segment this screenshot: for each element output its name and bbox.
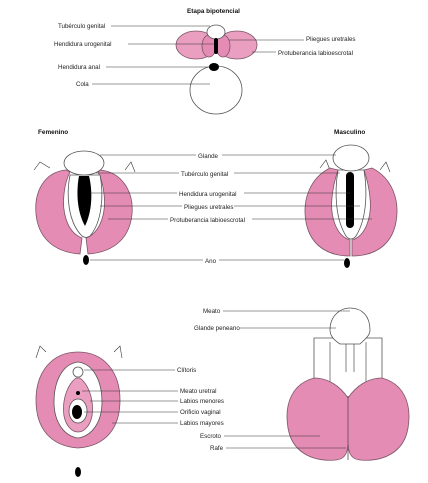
anal-pit-shape (209, 63, 219, 71)
male-scrotum-right (347, 377, 410, 461)
male-stage2-edge-right (379, 161, 391, 173)
female-urethral-meatus (76, 391, 80, 395)
label-tuberculo-genital-2: Tubérculo genital (181, 171, 228, 178)
male-urogenital-groove (346, 172, 354, 228)
male-anus (344, 258, 350, 268)
label-meato: Meato (203, 308, 221, 315)
label-cola: Cola (76, 81, 89, 88)
bipotential-figure (175, 24, 258, 115)
male-right-labioscrotal-swelling (351, 167, 398, 257)
female-stage2-figure (33, 150, 136, 265)
header-male: Masculino (334, 129, 365, 136)
label-pliegues-uretrales-1: Pliegues uretrales (306, 36, 356, 43)
female-vaginal-orifice (72, 405, 82, 419)
genital-tubercle-shape (206, 24, 226, 40)
label-protuberancia-labioescrotal-2: Protuberancia labioescrotal (170, 217, 245, 224)
tail-shape (189, 65, 243, 115)
male-scrotum-left (286, 377, 349, 461)
label-hendidura-urogenital-1: Hendidura urogenital (54, 41, 111, 48)
female-anus-3 (75, 467, 81, 477)
label-labios-menores: Labios menores (180, 398, 224, 405)
label-ano: Ano (205, 258, 217, 265)
header-female: Femenino (38, 129, 68, 136)
female-glans (63, 150, 105, 176)
label-pliegues-uretrales-2: Pliegues uretrales (184, 204, 234, 211)
label-rafe: Rafe (210, 445, 224, 452)
female-right-labioscrotal-swelling (85, 169, 133, 255)
label-escroto: Escroto (200, 433, 222, 440)
female-stage2-edge-left (33, 161, 51, 171)
label-orificio-vaginal: Orificio vaginal (180, 409, 221, 416)
female-stage2-edge-right (124, 161, 136, 173)
label-meato-uretral: Meato uretral (180, 388, 216, 395)
female-stage3-figure (35, 345, 123, 477)
label-protuberancia-labioescrotal-1: Protuberancia labioescrotal (278, 50, 353, 57)
female-urogenital-groove (77, 176, 92, 226)
female-left-labioscrotal-swelling (35, 169, 83, 255)
female-anus (83, 255, 89, 265)
stage3-labels: Meato Glande peneano Clítoris Meato uret… (82, 308, 350, 452)
label-hendidura-anal: Hendidura anal (58, 64, 100, 71)
female-clitoris (72, 366, 84, 378)
label-glande-peneano: Glande peneano (194, 325, 240, 332)
label-glande: Glande (198, 153, 219, 160)
label-labios-mayores: Labios mayores (180, 420, 224, 427)
header-bipotential: Etapa bipotencial (187, 8, 240, 15)
male-stage3-figure (286, 307, 410, 461)
male-glans-penis (329, 307, 371, 345)
female-stage3-edge-left (35, 345, 47, 359)
stage2-labels: Glande Tubérculo genital Hendidura uroge… (90, 153, 372, 265)
male-urethra-lines (345, 344, 355, 372)
male-left-labioscrotal-swelling (304, 167, 351, 257)
male-glans (332, 144, 370, 172)
label-tuberculo-genital-1: Tubérculo genital (58, 23, 105, 30)
label-hendidura-urogenital-2: Hendidura urogenital (179, 191, 236, 198)
urogenital-groove-shape (214, 38, 218, 54)
label-clitoris: Clítoris (177, 367, 196, 374)
male-stage2-edge-left (319, 159, 331, 171)
female-stage3-edge-right (113, 345, 123, 359)
bipotential-labels: Tubérculo genital Hendidura urogenital H… (54, 23, 356, 88)
male-stage2-figure (304, 144, 398, 268)
